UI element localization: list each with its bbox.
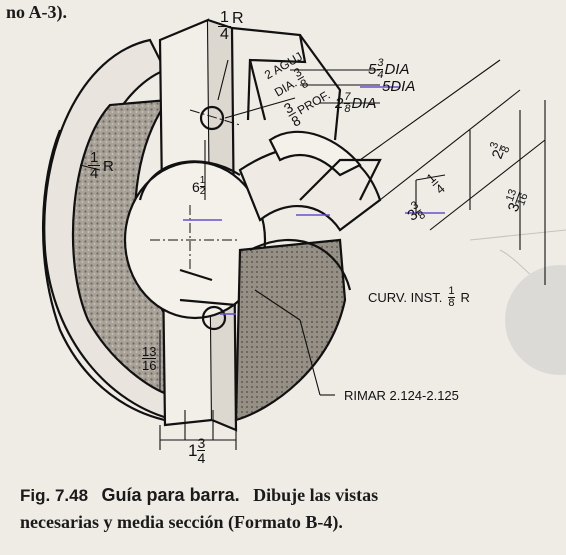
curv-text: CURV. INST. [368,290,443,305]
agujeros-frac-den: 8 [297,76,311,92]
caption-fig-number: Fig. 7.48 [20,486,89,505]
curv-frac-den: 8 [448,297,455,309]
header-reference: no A-3). [6,2,68,22]
pen-marks [183,86,445,315]
caption-title: Guía para barra. [101,485,240,505]
dim-2-7-8-dia: 2 7 8 DIA [335,91,377,115]
caption-line1: Dibuje las vistas [253,485,379,505]
dim-13-16: 13 16 [142,344,157,373]
label-rimar: RIMAR 2.124-2.125 [344,388,459,403]
part-body [41,18,382,432]
label-1-4-R-left-suffix: R [103,158,114,175]
dim-5-3-4-dia: 5 3 4 DIA [368,57,410,81]
label-1-4-R-top: 1 4 [218,9,231,43]
dim-5-dia: 5DIA [382,78,416,95]
dim-1-3-4: 1 3 4 [188,435,206,466]
figure-caption: Fig. 7.48 Guía para barra. Dibuje las vi… [20,482,560,535]
label-curv-inst: CURV. INST. 1 8 R [368,286,470,309]
dimension-lines [79,59,546,450]
neighbor-figure-ghost [469,229,566,375]
caption-line2: necesarias y media sección (Formato B-4)… [20,512,343,532]
label-1-4-R-top-suffix: R [232,10,244,27]
curv-frac-num: 1 [448,285,455,298]
label-1-4-R-left: 1 4 [88,149,101,182]
curv-suffix: R [460,290,470,305]
dim-6-1-2: 6 1 2 [192,175,206,197]
center-lines [150,109,241,275]
